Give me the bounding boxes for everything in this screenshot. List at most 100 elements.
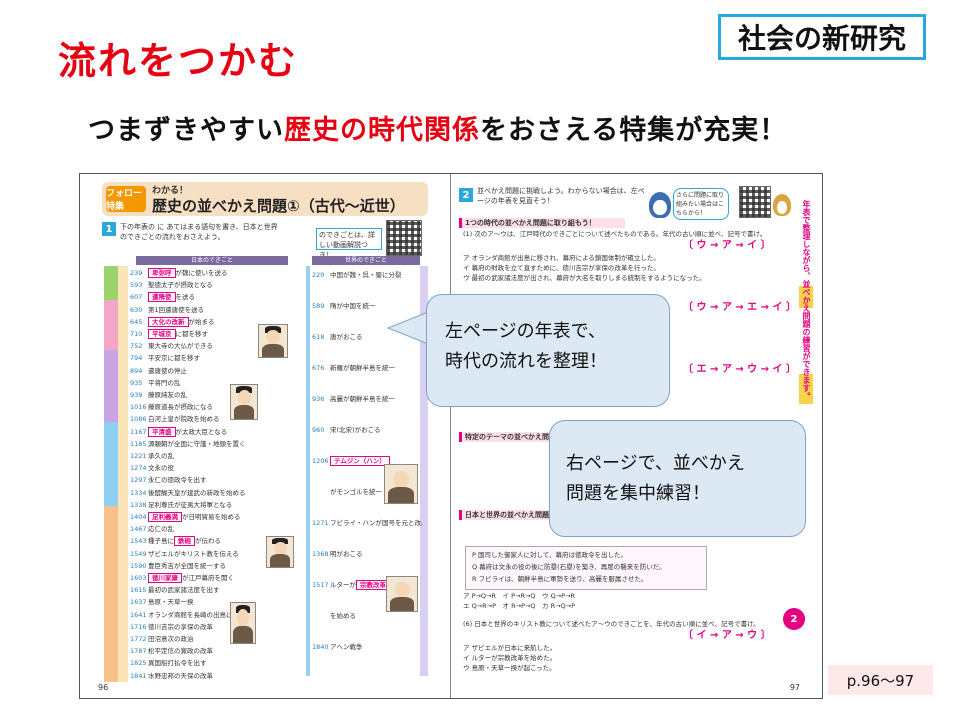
world-band: [420, 266, 428, 676]
timeline-year: 1840: [312, 643, 329, 651]
timeline-year: 589: [312, 302, 325, 310]
timeline-text: がモンゴルを統一: [330, 488, 382, 496]
section-number: 1: [102, 222, 116, 236]
timeline-text: 白河上皇が院政を始める: [148, 415, 220, 424]
timeline-year: 1206: [312, 457, 329, 465]
timeline-text: 宋(北宋)がおこる: [330, 426, 381, 434]
timeline-text: が江戸幕府を開く: [182, 574, 234, 582]
timeline-year: 1467: [130, 525, 147, 534]
timeline-year: 1297: [130, 476, 147, 485]
portrait-image: [266, 536, 294, 568]
timeline-text: 新羅が朝鮮半島を統一: [330, 364, 395, 372]
answer-text: 〔 ウ → ア → イ 〕: [683, 240, 771, 251]
timeline-text: に都を移す: [175, 330, 209, 338]
timeline-text: 後醍醐天皇が建武の新政を始める: [148, 488, 246, 497]
era-bar: [104, 300, 118, 350]
portrait-image: [386, 576, 418, 612]
era-bar: [104, 506, 118, 682]
page-reference: p.96〜97: [828, 665, 933, 695]
section-heading: 日本と世界の並べかえ問題: [459, 510, 625, 520]
answer-text: 〔 ウ → ア → エ → イ 〕: [683, 302, 796, 313]
timeline-text: 唐がおこる: [330, 333, 363, 341]
timeline-year: 1338: [130, 500, 147, 509]
box-item: R フビライは、朝鮮半島に軍勢を送り、高麗を服属させた。: [472, 575, 648, 583]
era-bar: [118, 266, 128, 682]
brand-logo: 社会の新研究: [718, 14, 926, 60]
timeline-text: フビライ・ハンが国号を元と改める: [330, 519, 422, 527]
timeline-text: 中国が魏・呉・蜀に分裂: [330, 271, 402, 279]
left-page-title: 歴史の並べかえ問題①（古代〜近世）: [152, 197, 405, 215]
timeline-text: 平清盛: [148, 426, 176, 437]
timeline-text: が始まる: [188, 317, 215, 326]
timeline-text: 平城京: [148, 329, 176, 339]
box-item: Q 幕府は文永の役の後に防塁(石塁)を築き、再度の襲来を防いだ。: [472, 563, 666, 571]
subtitle: つまずきやすい歴史の時代関係をおさえる特集が充実！: [88, 108, 787, 147]
section-number: 2: [459, 188, 473, 202]
timeline-text: 卑弥呼: [148, 268, 176, 278]
timeline-row: 1334後醍醐天皇が建武の新政を始める: [130, 488, 300, 498]
portrait-image: [258, 324, 288, 358]
callout-line: 左ページの年表で、: [445, 321, 606, 342]
timeline-year: 239: [130, 269, 143, 277]
timeline-text: オランダ商館を長崎の出島に移す: [148, 610, 246, 619]
timeline-row: 1787松平定信の寛政の改革: [130, 646, 300, 656]
timeline-text: アヘン戦争: [330, 643, 363, 651]
timeline-text: 島原・天草一揆: [148, 598, 194, 607]
timeline-year: 1543: [130, 537, 147, 546]
timeline-text: 水野忠邦の天保の改革: [148, 671, 213, 680]
follow-badge: フォロー特集: [106, 186, 146, 212]
timeline-year: 794: [130, 354, 143, 363]
timeline-text: が伝わる: [195, 537, 221, 546]
timeline-year: 1716: [130, 622, 147, 631]
timeline-text: 田沼意次の政治: [148, 635, 194, 643]
mascot-icon: [773, 194, 791, 216]
timeline-row: 1716徳川吉宗の享保の改革: [130, 622, 300, 632]
timeline-year: 676: [312, 364, 325, 372]
timeline-row: 1016藤原道長が摂政になる: [130, 402, 300, 412]
timeline-text: 大化の改新: [148, 316, 189, 327]
textbook-spread-image: フォロー特集 わかる！ 歴史の並べかえ問題①（古代〜近世） 1 下の年表の に …: [79, 173, 823, 699]
timeline-text: 徳川吉宗の享保の改革: [148, 622, 213, 631]
side-tab: [799, 374, 813, 404]
timeline-text: 異国船打払令を出す: [148, 659, 207, 668]
timeline-text: 高麗が朝鮮半島を統一: [330, 395, 395, 403]
timeline-text: 隋が中国を統一: [330, 302, 376, 310]
callout-left: 左ページの年表で、 時代の流れを整理！: [426, 294, 670, 407]
timeline-year: 1549: [130, 549, 147, 558]
page-number: 96: [98, 683, 109, 692]
timeline-year: 1590: [130, 561, 147, 570]
portrait-image: [230, 602, 256, 644]
callout-tail: [386, 311, 430, 345]
timeline-year: 1274: [130, 464, 147, 473]
timeline-text: 最初の武家諸法度を出す: [148, 586, 220, 595]
question-text: (6) 日本と世界のキリスト教について述べたア〜ウのできごとを、年代の古い順に並…: [463, 620, 760, 628]
timeline-year: 1641: [130, 610, 147, 619]
timeline-year: 630: [130, 305, 143, 314]
timeline-year: 1603: [130, 574, 147, 582]
timeline-row: 1840アヘン戦争: [312, 642, 422, 652]
timeline-row: 1825異国船打払令を出す: [130, 658, 300, 668]
timeline-text: が日明貿易を始める: [182, 513, 241, 521]
timeline-text: 平将門の乱: [148, 378, 181, 387]
timeline-row: がモンゴルを統一: [312, 487, 422, 497]
timeline-row: 1086白河上皇が院政を始める: [130, 414, 300, 424]
timeline-row: 1271フビライ・ハンが国号を元と改める: [312, 518, 422, 528]
timeline-year: 752: [130, 342, 143, 351]
era-bar: [104, 422, 118, 506]
kicker: わかる！: [152, 186, 189, 196]
timeline-year: 960: [312, 426, 325, 434]
callout-right: 右ページで、並べかえ 問題を集中練習！: [549, 420, 806, 537]
timeline-row: 676 新羅が朝鮮半島を統一: [312, 363, 422, 373]
timeline-text: 足利義満: [148, 512, 182, 522]
